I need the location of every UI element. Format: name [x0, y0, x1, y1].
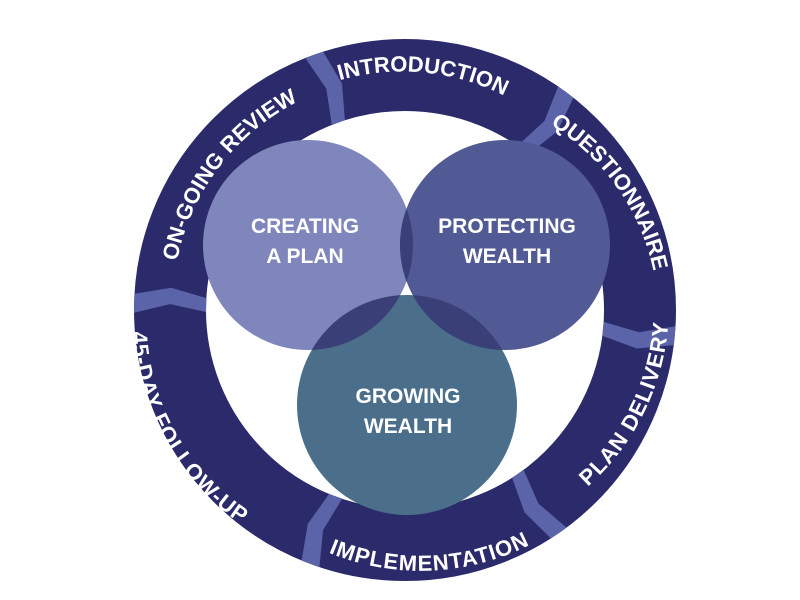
label-growing-line2: WEALTH — [364, 415, 452, 438]
process-ring-chevrons — [134, 51, 676, 568]
chevron-separator-4 — [512, 469, 567, 539]
chevron-separator-3 — [602, 321, 676, 349]
circle-protecting-wealth — [400, 140, 610, 350]
chevron-separator-5 — [301, 493, 343, 568]
label-creating-line2: A PLAN — [266, 245, 343, 268]
chevron-separator-2 — [517, 86, 574, 155]
circle-growing-wealth — [297, 295, 517, 515]
label-protecting-line1: PROTECTING — [438, 215, 576, 238]
label-growing-line1: GROWING — [356, 385, 461, 408]
circle-creating-a-plan — [203, 140, 413, 350]
process-ring — [134, 39, 676, 581]
label-protecting-line2: WEALTH — [463, 245, 551, 268]
chevron-separator-6 — [134, 287, 207, 313]
label-creating-line1: CREATING — [251, 215, 359, 238]
chevron-separator-1 — [305, 51, 345, 125]
